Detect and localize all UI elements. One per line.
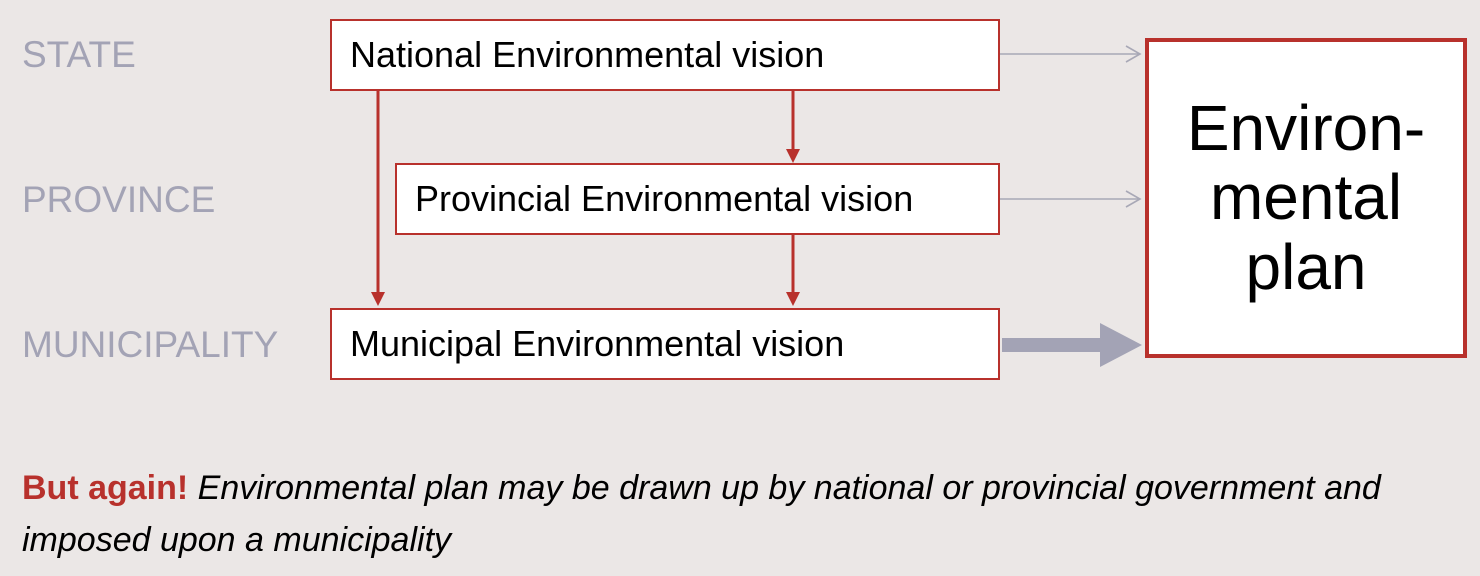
red-arrow-national-to-municipal <box>371 91 385 306</box>
red-arrow-provincial-to-municipal <box>786 235 800 306</box>
environmental-plan-box: Environ- mental plan <box>1145 38 1467 358</box>
footnote: But again! Environmental plan may be dra… <box>22 462 1442 566</box>
national-vision-label: National Environmental vision <box>350 34 825 75</box>
national-vision-box: National Environmental vision <box>330 19 1000 91</box>
red-arrow-national-to-provincial <box>786 91 800 163</box>
plan-label-line3: plan <box>1245 230 1367 303</box>
thick-arrow-municipal-to-plan <box>1002 323 1142 367</box>
plan-label-line1: Environ- <box>1186 92 1426 165</box>
level-label-municipality: MUNICIPALITY <box>22 324 279 365</box>
municipal-vision-box: Municipal Environmental vision <box>330 308 1000 380</box>
level-label-state: STATE <box>22 34 136 75</box>
provincial-vision-label: Provincial Environmental vision <box>415 178 914 219</box>
thin-arrow-national-to-plan <box>1000 45 1142 63</box>
provincial-vision-box: Provincial Environmental vision <box>395 163 1000 235</box>
level-label-province: PROVINCE <box>22 179 216 220</box>
thin-arrow-provincial-to-plan <box>1000 190 1142 208</box>
footnote-emphasis: But again! <box>22 469 189 507</box>
footnote-text: Environmental plan may be drawn up by na… <box>22 469 1381 559</box>
municipal-vision-label: Municipal Environmental vision <box>350 323 845 364</box>
plan-label-line2: mental <box>1209 161 1403 234</box>
